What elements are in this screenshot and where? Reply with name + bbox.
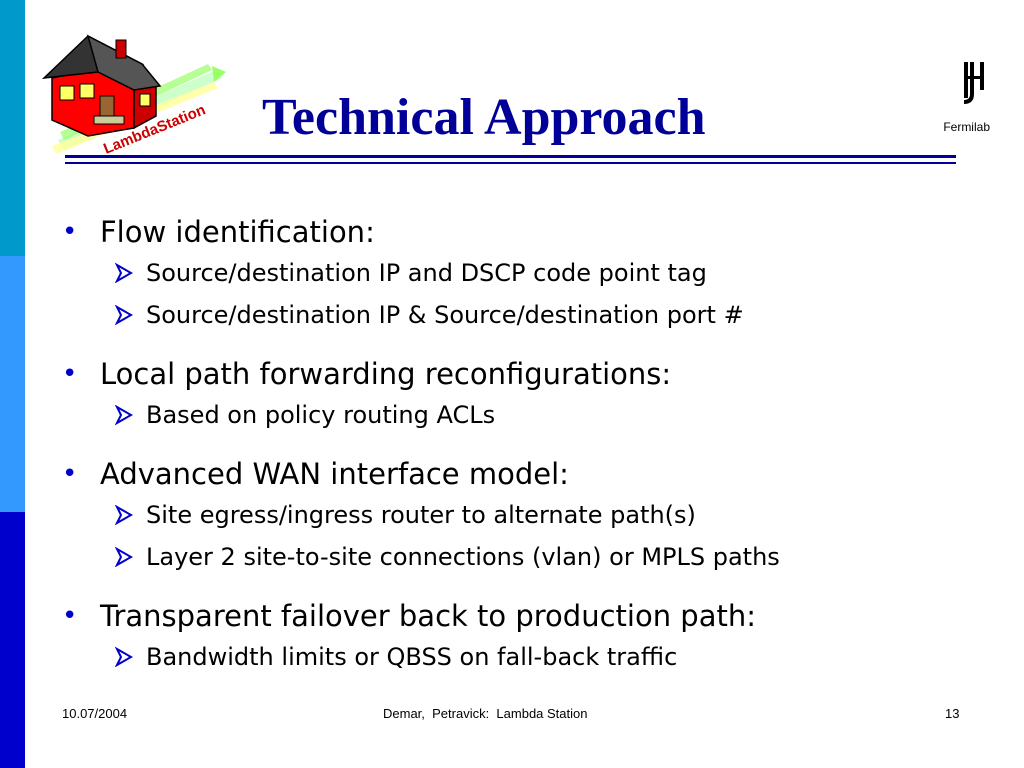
bullet-item: • Transparent failover back to productio… — [62, 596, 962, 636]
footer-authors: Demar, Petravick: Lambda Station — [383, 706, 588, 721]
fermilab-logo-icon — [964, 62, 984, 104]
bullet-dot-icon: • — [62, 601, 78, 631]
sub-bullet-item: Based on policy routing ACLs — [62, 396, 962, 434]
slide-content: • Flow identification: Source/destinatio… — [62, 212, 962, 676]
sidebar-segment-bottom — [0, 512, 25, 768]
sidebar-segment-top — [0, 0, 25, 256]
sub-bullet-item: Site egress/ingress router to alternate … — [62, 496, 962, 534]
bullet-text: Flow identification: — [100, 215, 375, 249]
bullet-item: • Local path forwarding reconfigurations… — [62, 354, 962, 394]
sub-bullet-text: Bandwidth limits or QBSS on fall-back tr… — [146, 643, 678, 671]
arrow-bullet-icon — [114, 647, 134, 667]
sidebar-segment-middle — [0, 256, 25, 512]
sub-bullet-item: Source/destination IP & Source/destinati… — [62, 296, 962, 334]
arrow-bullet-icon — [114, 547, 134, 567]
bullet-dot-icon: • — [62, 459, 78, 489]
page-number: 13 — [945, 706, 960, 721]
bullet-text: Transparent failover back to production … — [100, 599, 756, 633]
footer-date: 10.07/2004 — [62, 706, 128, 721]
arrow-bullet-icon — [114, 405, 134, 425]
sub-bullet-text: Site egress/ingress router to alternate … — [146, 501, 696, 529]
sub-bullet-text: Source/destination IP & Source/destinati… — [146, 301, 744, 329]
slide-title: Technical Approach — [262, 89, 706, 146]
arrow-bullet-icon — [114, 263, 134, 283]
sub-bullet-item: Layer 2 site-to-site connections (vlan) … — [62, 538, 962, 576]
left-color-bar — [0, 0, 25, 768]
lambdastation-logo: LambdaStation — [41, 34, 226, 158]
bullet-dot-icon: • — [62, 359, 78, 389]
title-underline-thin — [65, 162, 956, 164]
bullet-dot-icon: • — [62, 217, 78, 247]
sub-bullet-item: Source/destination IP and DSCP code poin… — [62, 254, 962, 292]
arrow-bullet-icon — [114, 305, 134, 325]
bullet-text: Advanced WAN interface model: — [100, 457, 569, 491]
bullet-item: • Advanced WAN interface model: — [62, 454, 962, 494]
fermilab-label: Fermilab — [943, 120, 990, 134]
title-underline-thick — [65, 155, 956, 158]
bullet-item: • Flow identification: — [62, 212, 962, 252]
bullet-text: Local path forwarding reconfigurations: — [100, 357, 672, 391]
sub-bullet-text: Based on policy routing ACLs — [146, 401, 496, 429]
arrow-bullet-icon — [114, 505, 134, 525]
sub-bullet-item: Bandwidth limits or QBSS on fall-back tr… — [62, 638, 962, 676]
sub-bullet-text: Layer 2 site-to-site connections (vlan) … — [146, 543, 780, 571]
sub-bullet-text: Source/destination IP and DSCP code poin… — [146, 259, 707, 287]
